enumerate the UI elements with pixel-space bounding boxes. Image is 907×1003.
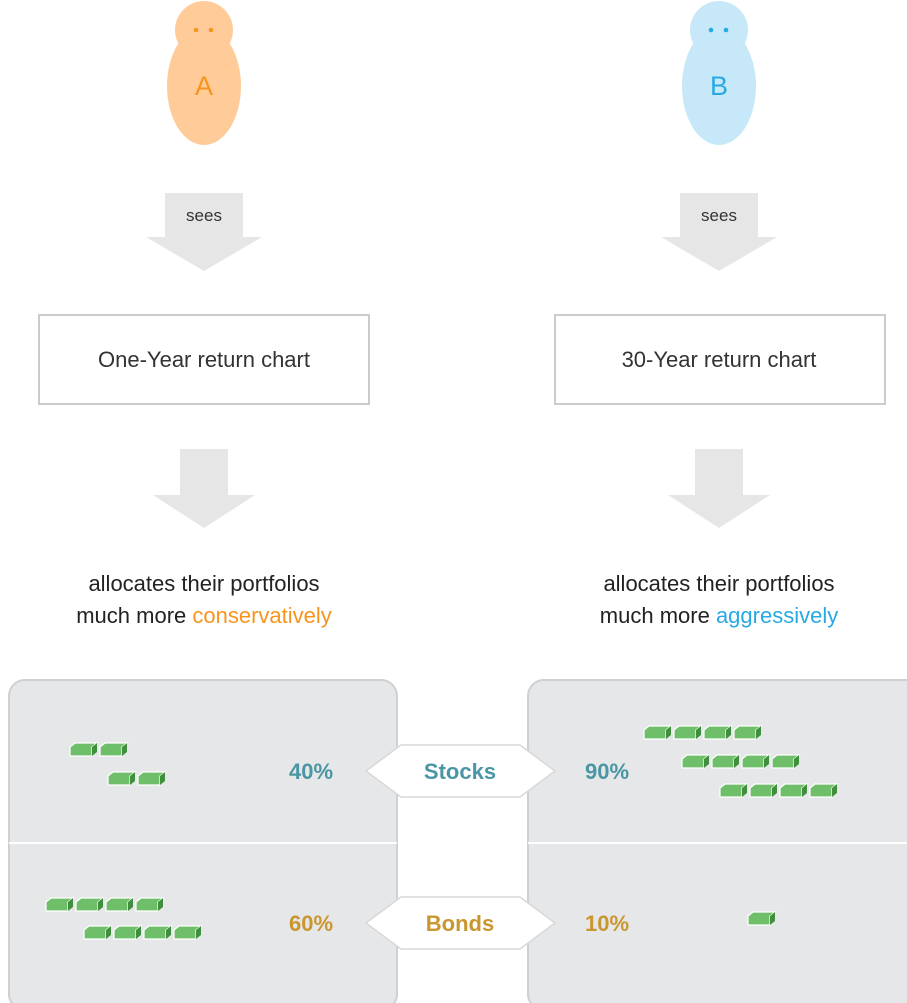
portfolio-panel-b (527, 679, 907, 1003)
money-bill-icon (719, 783, 749, 798)
money-bill-icon (711, 754, 741, 769)
money-bill-icon (45, 897, 75, 912)
money-bill-icon (741, 754, 771, 769)
money-bill-icon (99, 742, 129, 757)
stocks-label: Stocks (424, 759, 496, 784)
panel-a-bg (8, 679, 398, 1003)
money-bill-icon (681, 754, 711, 769)
money-bill-icon (107, 771, 137, 786)
person-a-eye-right (208, 27, 214, 33)
outcome-a-line1: allocates their portfolios (88, 571, 319, 596)
person-a-letter: A (195, 71, 213, 101)
outcome-text-b: allocates their portfolios much more agg… (600, 571, 838, 628)
money-stacks (45, 725, 839, 940)
bonds-label: Bonds (426, 911, 494, 936)
outcome-b-line1: allocates their portfolios (603, 571, 834, 596)
sees-label-b: sees (701, 206, 737, 225)
chart-box-a-frame (38, 314, 370, 405)
money-bill-icon (83, 925, 113, 940)
bonds-percent-b: 10% (585, 911, 629, 936)
money-bill-icon (105, 897, 135, 912)
stocks-category: Stocks (364, 744, 557, 798)
portfolio-panel-a (8, 679, 398, 1003)
money-bill-icon (733, 725, 763, 740)
person-a-head (175, 1, 233, 59)
outcome-b-keyword: aggressively (716, 603, 838, 628)
bonds-arrow-shape (364, 896, 557, 950)
money-bill-icon (173, 925, 203, 940)
money-bill-icon (113, 925, 143, 940)
chart-box-b-label: 30-Year return chart (622, 347, 817, 372)
stocks-percent-a: 40% (289, 759, 333, 784)
outcome-a-line2: much more conservatively (76, 603, 332, 628)
down-arrow-b (668, 449, 770, 528)
money-bill-icon (749, 783, 779, 798)
money-bill-icon (703, 725, 733, 740)
money-bill-icon (673, 725, 703, 740)
money-bill-icon (69, 742, 99, 757)
down-arrow-shape (146, 193, 262, 271)
outcome-a-keyword: conservatively (192, 603, 331, 628)
money-bill-icon (643, 725, 673, 740)
chart-box-a-label: One-Year return chart (98, 347, 310, 372)
person-b-head (690, 1, 748, 59)
person-a-body (167, 27, 241, 145)
outcome-b-line2: much more aggressively (600, 603, 838, 628)
outcome-a-prefix: much more (76, 603, 192, 628)
money-bill-icon (771, 754, 801, 769)
sees-arrow-a: sees (146, 193, 262, 271)
outcome-text-a: allocates their portfolios much more con… (76, 571, 332, 628)
person-a: A (167, 1, 241, 145)
outcome-b-prefix: much more (600, 603, 716, 628)
stocks-arrow-shape (364, 744, 557, 798)
down-arrow-shape (661, 193, 777, 271)
down-arrow-a (153, 449, 255, 528)
money-bill-icon (779, 783, 809, 798)
money-bill-icon (747, 911, 777, 926)
stocks-percent-b: 90% (585, 759, 629, 784)
person-b: B (682, 1, 756, 145)
sees-label-a: sees (186, 206, 222, 225)
money-bill-icon (143, 925, 173, 940)
sees-arrow-b: sees (661, 193, 777, 271)
bonds-percent-a: 60% (289, 911, 333, 936)
money-bill-icon (137, 771, 167, 786)
person-b-body (682, 27, 756, 145)
chart-box-b-frame (554, 314, 886, 405)
person-a-eye-left (193, 27, 199, 33)
money-bill-icon (809, 783, 839, 798)
panel-b-bg (527, 679, 907, 1003)
money-bill-icon (75, 897, 105, 912)
person-b-eye-left (708, 27, 714, 33)
chart-box-a: One-Year return chart (38, 314, 370, 405)
money-bill-icon (135, 897, 165, 912)
person-b-letter: B (710, 71, 728, 101)
bonds-category: Bonds (364, 896, 557, 950)
chart-box-b: 30-Year return chart (554, 314, 886, 405)
person-b-eye-right (723, 27, 729, 33)
